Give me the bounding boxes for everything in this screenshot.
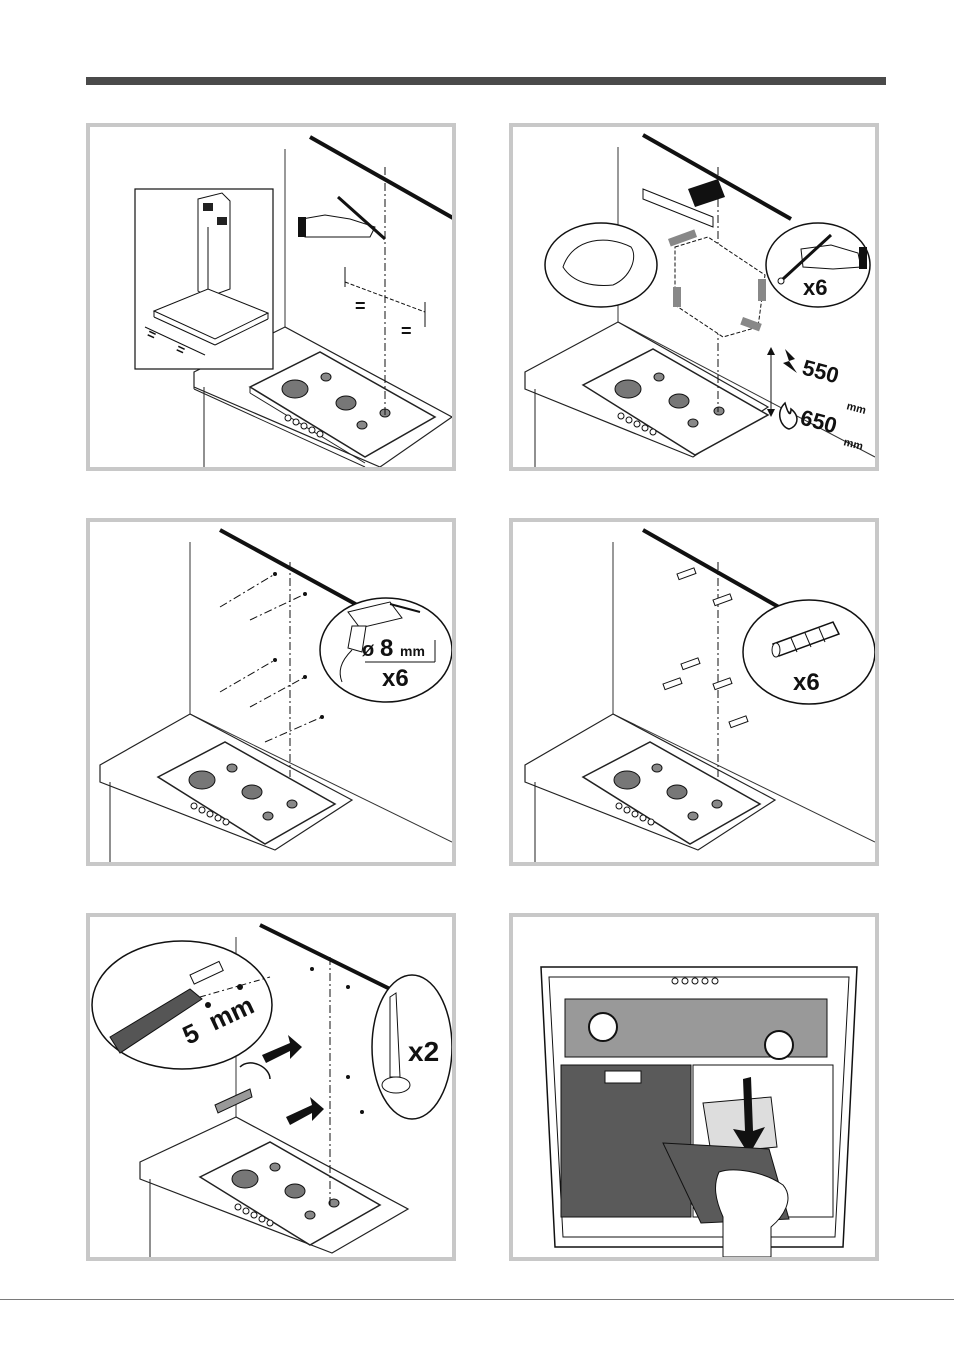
mark-count: x6 — [803, 275, 827, 300]
step-panel-2: 550 mm 650 mm x6 — [509, 123, 879, 471]
step-panel-4: x6 — [509, 518, 879, 866]
dim-equal-left: = — [355, 296, 366, 316]
footer-rule — [0, 1299, 954, 1300]
height-electric-value: 550 — [800, 355, 842, 389]
step-panel-5: 5 mm x2 — [86, 913, 456, 1261]
lightning-icon — [783, 349, 797, 373]
diameter-symbol: ø — [362, 639, 375, 661]
header-bar — [86, 77, 886, 85]
screwdriver-icon — [215, 1063, 270, 1113]
step-1-illustration: = = = = — [90, 127, 452, 467]
step-3-illustration: ø 8 mm x6 — [90, 522, 452, 862]
height-electric-unit: mm — [845, 400, 867, 417]
step-panel-6 — [509, 913, 879, 1261]
step-panel-1: = = = = — [86, 123, 456, 471]
screw-count: x2 — [408, 1036, 439, 1067]
pencil-hand-icon — [298, 197, 385, 239]
step-2-illustration: 550 mm 650 mm x6 — [513, 127, 875, 467]
step-4-illustration: x6 — [513, 522, 875, 862]
step-panel-3: ø 8 mm x6 — [86, 518, 456, 866]
step-5-illustration: 5 mm x2 — [90, 917, 452, 1257]
height-gas-unit: mm — [842, 436, 864, 453]
diameter-unit: mm — [400, 643, 425, 659]
dim-equal-right: = — [401, 321, 412, 341]
flame-icon — [780, 403, 797, 429]
hole-count: x6 — [382, 665, 409, 692]
diameter-value: 8 — [380, 635, 393, 662]
height-gas-value: 650 — [798, 405, 840, 439]
step-6-illustration — [513, 917, 875, 1257]
plug-count: x6 — [793, 669, 820, 696]
